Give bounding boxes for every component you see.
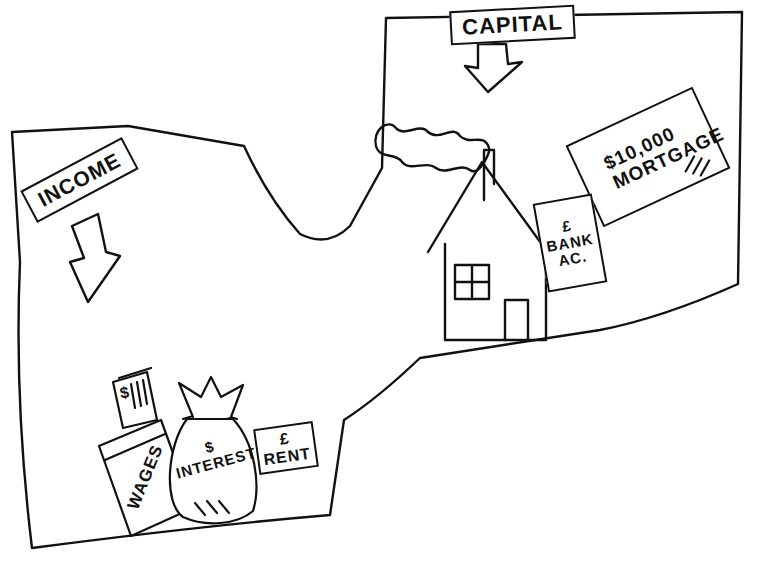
node-label: $: [114, 382, 137, 403]
region-outline: [12, 12, 742, 548]
chimney-smoke: [375, 124, 489, 171]
outline-stroke: [131, 380, 147, 408]
house-walls: [445, 244, 546, 340]
outline-stroke: [195, 501, 229, 515]
house-window: [455, 265, 489, 299]
interest-bag: $ INTEREST: [165, 375, 260, 525]
outline-stroke: [119, 368, 151, 378]
node-label: $10,000 MORTGAGE: [601, 105, 727, 194]
outline-stroke: [113, 372, 157, 428]
income-arrow: [70, 214, 120, 302]
outline-stroke: [179, 377, 243, 417]
node-label: £ RENT: [260, 427, 312, 468]
window-bars: [455, 265, 489, 299]
capital-banner: CAPITAL: [449, 5, 576, 45]
node-label: INCOME: [34, 149, 124, 212]
income-banner: INCOME: [20, 137, 138, 223]
house-roof: [428, 162, 546, 252]
house-door: [505, 300, 528, 340]
node-label: CAPITAL: [462, 10, 564, 39]
capital-arrow: [465, 44, 522, 92]
rent-card: £ RENT: [253, 421, 319, 475]
node-label: £ BANK AC.: [542, 215, 597, 272]
outline-stroke: [170, 419, 257, 523]
